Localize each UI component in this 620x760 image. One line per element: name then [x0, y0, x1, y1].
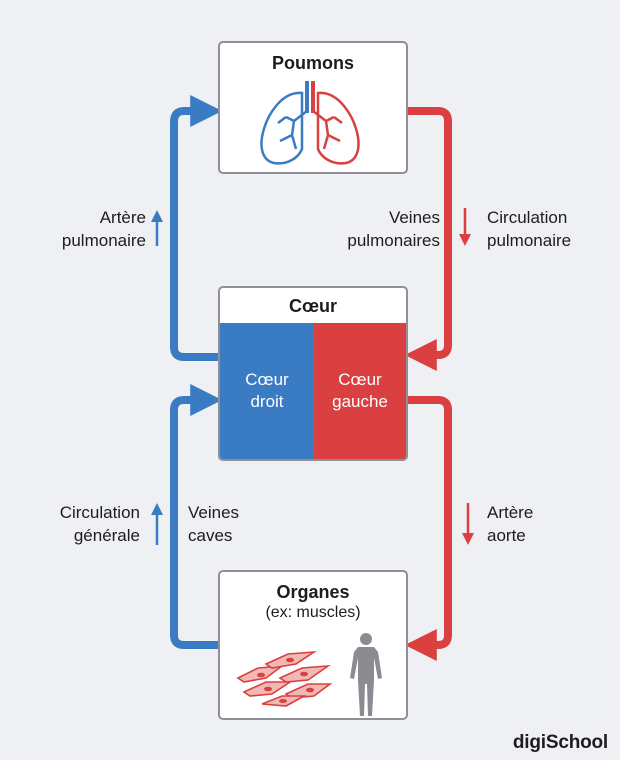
artere-pulmonaire-flow	[170, 95, 223, 361]
organs-subtitle: (ex: muscles)	[265, 604, 361, 621]
human-body-icon	[350, 633, 382, 716]
lungs-icon	[260, 81, 360, 165]
up-arrow-icon	[151, 210, 163, 246]
circulation-generale-label: Circulation générale	[59, 503, 140, 545]
heart-title: Cœur	[289, 296, 337, 316]
lungs-box: Poumons	[218, 41, 408, 174]
up-arrow-icon	[151, 503, 163, 545]
circulation-pulmonaire-label: Circulation pulmonaire	[487, 208, 572, 250]
veines-caves-label: Veines caves	[188, 503, 240, 545]
heart-right-half: Cœur droit	[220, 323, 314, 459]
heart-box: Cœur Cœur droit Cœur gauche	[218, 286, 408, 461]
organs-box: Organes (ex: muscles)	[218, 570, 408, 720]
heart-left-half: Cœur gauche	[314, 323, 406, 459]
artere-aorte-flow	[404, 396, 452, 661]
down-arrow-icon	[459, 208, 471, 246]
heart-right-label: Cœur droit	[245, 370, 289, 411]
down-arrow-icon	[462, 503, 474, 545]
heart-left-label: Cœur gauche	[332, 370, 388, 411]
veines-pulmonaires-flow	[404, 107, 452, 371]
cells-icon	[236, 650, 333, 707]
lungs-title: Poumons	[271, 53, 354, 73]
veines-caves-flow	[170, 384, 223, 649]
digischool-logo: digiSchool	[512, 732, 608, 753]
organs-title: Organes	[276, 582, 350, 602]
artere-pulmonaire-label: Artère pulmonaire	[61, 208, 146, 250]
artere-aorte-label: Artère aorte	[487, 503, 534, 545]
veines-pulmonaires-label: Veines pulmonaires	[347, 208, 440, 250]
